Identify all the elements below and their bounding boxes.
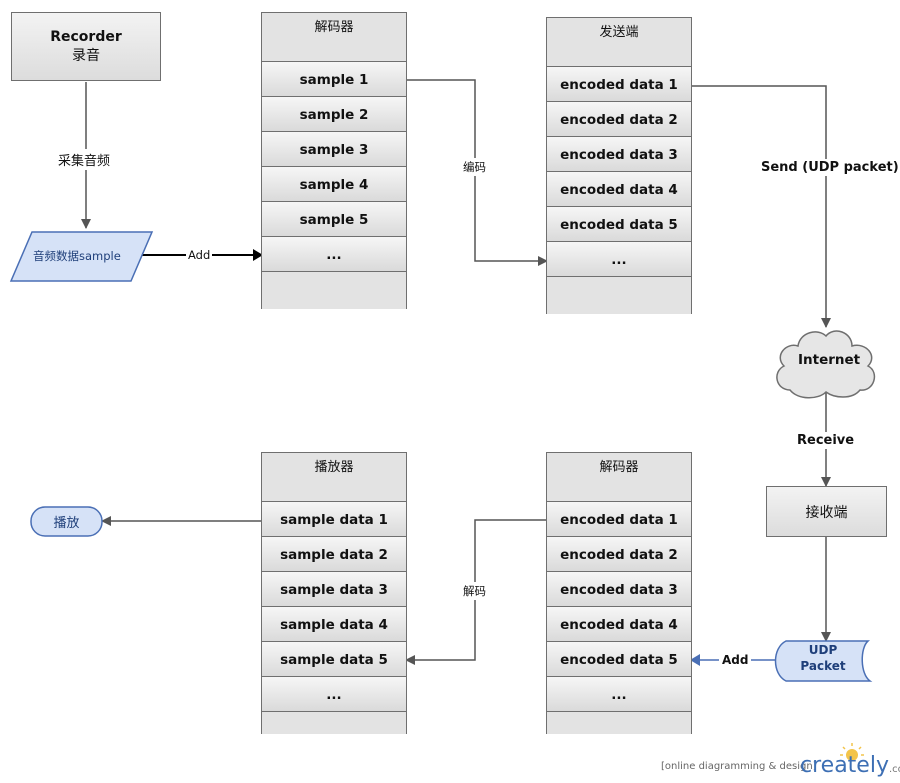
receive-label: Receive — [797, 432, 855, 449]
player-item: sample data 2 — [262, 536, 406, 572]
player-item: sample data 1 — [262, 501, 406, 537]
sender-item: encoded data 5 — [547, 206, 691, 242]
recorder-title: Recorder — [50, 28, 122, 45]
internet-label: Internet — [798, 352, 861, 368]
capture-audio-label: 采集音频 — [58, 149, 111, 170]
decoder-top-item: sample 4 — [262, 166, 406, 202]
player-item: sample data 4 — [262, 606, 406, 642]
sender-item: encoded data 3 — [547, 136, 691, 172]
decoder-top-item: sample 1 — [262, 61, 406, 97]
creately-brand-suffix: .com — [888, 764, 900, 775]
sender-item: encoded data 1 — [547, 66, 691, 102]
player-item: sample data 3 — [262, 571, 406, 607]
decoder-bottom-item: encoded data 5 — [547, 641, 691, 677]
creately-brand: creately — [800, 753, 889, 778]
decoder-top-item: sample 3 — [262, 131, 406, 167]
decoder-top-column: 解码器 sample 1 sample 2 sample 3 sample 4 … — [261, 12, 407, 309]
decoder-bottom-item: encoded data 1 — [547, 501, 691, 537]
internet-cloud-shape — [776, 330, 876, 399]
receiver-node: 接收端 — [766, 486, 887, 537]
receiver-label: 接收端 — [805, 504, 848, 521]
recorder-node: Recorder 录音 — [11, 12, 161, 81]
creately-logo[interactable]: creately.com — [800, 753, 900, 778]
play-terminator-shape — [30, 506, 103, 537]
audio-data-shape — [9, 231, 154, 282]
udp-packet-label: UDP Packet — [790, 642, 856, 674]
player-item: sample data 5 — [262, 641, 406, 677]
encode-label: 编码 — [463, 158, 486, 176]
decoder-top-item: sample 2 — [262, 96, 406, 132]
creately-sun-icon — [840, 743, 864, 761]
sender-item: encoded data 4 — [547, 171, 691, 207]
sender-title: 发送端 — [599, 25, 639, 40]
decoder-top-item: ... — [262, 236, 406, 272]
decoder-bottom-item: encoded data 3 — [547, 571, 691, 607]
edge-sender-to-internet — [691, 85, 831, 328]
decoder-top-item: sample 5 — [262, 201, 406, 237]
decoder-top-title: 解码器 — [314, 20, 354, 35]
sender-column: 发送端 encoded data 1 encoded data 2 encode… — [546, 17, 692, 314]
send-label: Send (UDP packet) — [761, 159, 899, 176]
recorder-subtitle: 录音 — [72, 47, 100, 64]
player-empty-row — [262, 711, 406, 734]
udp-packet-line1: UDP — [808, 643, 838, 657]
decoder-bottom-item: ... — [547, 676, 691, 712]
decoder-bottom-column: 解码器 encoded data 1 encoded data 2 encode… — [546, 452, 692, 734]
decode-label: 解码 — [463, 582, 486, 600]
sender-item: ... — [547, 241, 691, 277]
decoder-bottom-item: encoded data 4 — [547, 606, 691, 642]
decoder-bottom-item: encoded data 2 — [547, 536, 691, 572]
sender-empty-row — [547, 276, 691, 314]
player-item: ... — [262, 676, 406, 712]
footer-caption: [online diagramming & design] — [661, 761, 817, 772]
udp-packet-shape — [774, 640, 873, 682]
add-label-bottom: Add — [719, 653, 752, 667]
add-label-top: Add — [186, 248, 213, 262]
decoder-bottom-empty-row — [547, 711, 691, 734]
decoder-bottom-title: 解码器 — [599, 460, 639, 475]
sender-item: encoded data 2 — [547, 101, 691, 137]
player-title: 播放器 — [314, 460, 354, 475]
decoder-top-empty-row — [262, 271, 406, 309]
audio-data-label: 音频数据sample — [33, 249, 121, 263]
player-column: 播放器 sample data 1 sample data 2 sample d… — [261, 452, 407, 734]
play-label: 播放 — [53, 516, 80, 531]
udp-packet-line2: Packet — [800, 659, 846, 673]
